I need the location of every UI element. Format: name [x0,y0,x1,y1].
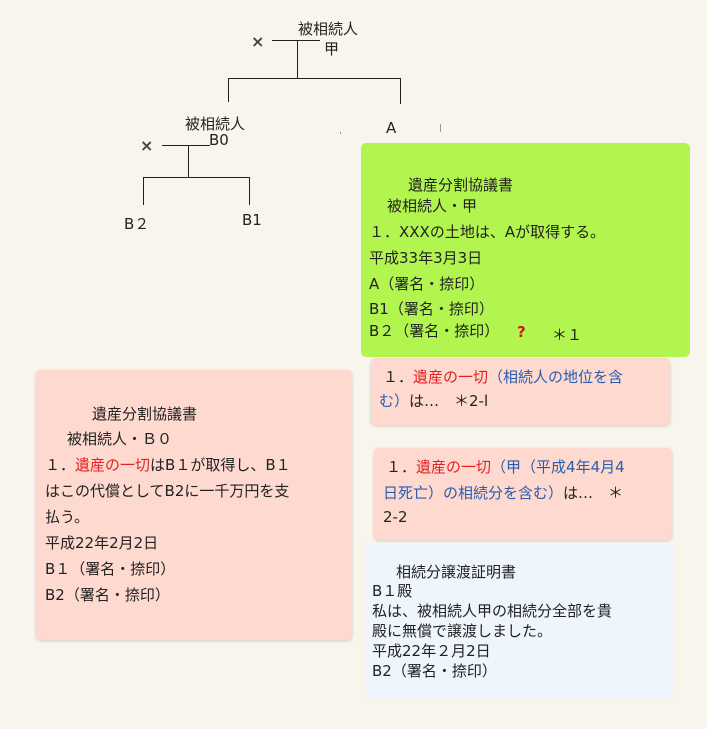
clause-num: １． [386,458,417,476]
doc-title: 遺産分割協議書 [92,405,198,423]
spouse-line [272,40,320,41]
clause-num: １． [383,368,414,386]
status-text: （相続人の地位を含 [488,368,624,386]
branch-b1-line [249,177,250,205]
note-1: ＊１ [552,326,583,344]
sign-a: A（署名・捺印） [369,275,485,293]
clause-line-1: １．遺産の一切（相続人の地位を含 [383,366,623,387]
clause-line-3: 払う。 [45,508,90,526]
doc-date: 平成33年3月3日 [369,249,483,267]
clause-rest: は… ＊ [563,484,624,502]
doc-clause: １．XXXの土地は、Aが取得する。 [369,223,606,241]
sign-b2: B２（署名・捺印） [369,322,500,340]
all-estate-text: 遺産の一切 [416,458,492,476]
clause-line-2: 日死亡）の相続分を含む）は… ＊ [383,482,623,503]
addressee: B１殿 [372,582,413,600]
share-text: （甲（平成4年4月4 [491,458,625,476]
descent-line [297,40,298,78]
b1-name: B1 [242,211,262,229]
all-estate-text: 遺産の一切 [413,368,489,386]
doc-date: 平成22年2月2日 [45,534,159,552]
alternative-clause-2: １．遺産の一切（甲（平成4年4月4 日死亡）の相続分を含む）は… ＊ 2-2 [374,448,672,540]
root-label: 被相続人 [298,20,359,38]
branch-b0-line [228,78,229,102]
question-icon: ? [517,323,526,341]
all-estate-text: 遺産の一切 [75,456,151,474]
sign-b2: B2（署名・捺印） [372,662,497,680]
partition-agreement-b0: 遺産分割協議書 被相続人・Ｂ０ １．遺産の一切はB１が取得し、B１ はこの代償と… [36,370,352,640]
deceased-mark-icon: × [140,136,154,155]
sign-b2: B2（署名・捺印） [45,586,170,604]
body-line-2: 殿に無償で譲渡しました。 [372,622,553,640]
share-transfer-certificate: 相続分譲渡証明書 B１殿 私は、被相続人甲の相続分全部を貴 殿に無償で譲渡しまし… [366,543,673,697]
body-line-1: 私は、被相続人甲の相続分全部を貴 [372,602,613,620]
sign-b1: B1（署名・捺印） [369,300,494,318]
clause-text: はB１が取得し、B１ [150,456,291,474]
descent-line [188,145,189,177]
deceased-mark-icon: × [251,32,265,51]
tick-mark [340,132,341,134]
root-name: 甲 [324,40,340,58]
clause-line-1: １．遺産の一切（甲（平成4年4月4 [386,456,625,477]
clause-line-2: はこの代償としてB2に一千万円を支 [45,482,290,500]
doc-title: 相続分譲渡証明書 [396,563,517,581]
doc-date: 平成22年２月2日 [372,642,491,660]
sign-b1: B１（署名・捺印） [45,560,176,578]
alternative-clause-1: １．遺産の一切（相続人の地位を含 む）は… ＊2-l [371,358,670,425]
clause-line-1: １．遺産の一切はB１が取得し、B１ [45,454,291,475]
doc-decedent: 被相続人・甲 [387,197,478,215]
branch-b2-line [143,177,144,205]
sibling-line [228,78,400,79]
branch-a-line [400,78,401,104]
note-2-2: 2-2 [383,508,408,526]
tick-mark [440,124,441,132]
spouse-line [162,145,210,146]
partition-agreement-kou: 遺産分割協議書 被相続人・甲 １．XXXの土地は、Aが取得する。 平成33年3月… [361,143,690,357]
b0-name: B0 [209,131,229,149]
b2-name: B２ [124,215,150,233]
doc-decedent: 被相続人・Ｂ０ [67,430,173,448]
b0-label: 被相続人 [185,115,246,133]
status-text-cont: む） [379,392,410,410]
clause-num: １． [45,456,76,474]
clause-line-2: む）は… ＊2-l [379,390,488,411]
note-2-1: は… ＊2-l [409,392,489,410]
doc-title: 遺産分割協議書 [408,176,514,194]
children-line [143,177,250,178]
a-name: A [386,119,397,137]
share-text-cont: 日死亡）の相続分を含む） [383,484,564,502]
